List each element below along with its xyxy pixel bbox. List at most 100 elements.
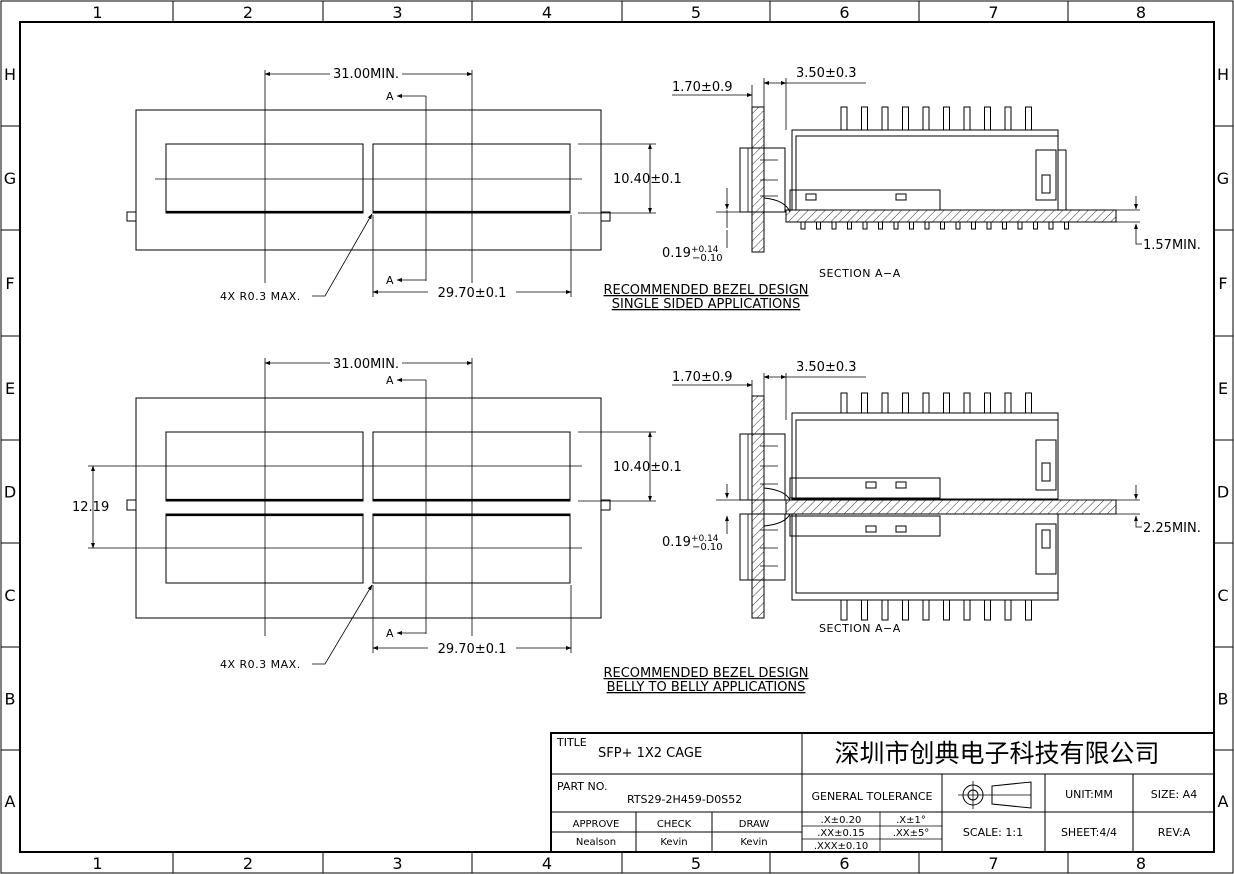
company-name: 深圳市创典电子科技有限公司 bbox=[834, 739, 1159, 768]
caption-bottom-line1: RECOMMENDED BEZEL DESIGN bbox=[603, 666, 808, 681]
col-label-bottom: 5 bbox=[691, 854, 701, 873]
row-label-left: E bbox=[5, 379, 15, 398]
front-view-single: 31.00MIN. A A 10.40±0.1 29.70±0.1 4X R0.… bbox=[126, 67, 682, 303]
row-label-left: B bbox=[5, 690, 16, 709]
cage-pin bbox=[963, 106, 971, 131]
cage-pin bbox=[963, 599, 971, 621]
col-label-top: 1 bbox=[92, 3, 102, 22]
cage-pin bbox=[940, 221, 945, 230]
approve-name: Nealson bbox=[576, 837, 616, 848]
cage-pin bbox=[986, 221, 992, 230]
row-label-right: E bbox=[1218, 379, 1228, 398]
dim-offset-bottom: 3.50±0.3 bbox=[796, 360, 857, 375]
caption-top-line1: RECOMMENDED BEZEL DESIGN bbox=[603, 283, 808, 298]
section-view-single: 1.70±0.9 3.50±0.3 0.19+0.1 bbox=[603, 66, 1200, 312]
dim-gap-top: 0.19+0.14 bbox=[662, 245, 719, 261]
cage-pin bbox=[922, 599, 930, 621]
cage-pin bbox=[840, 599, 848, 621]
section-label-top: SECTION A−A bbox=[819, 267, 901, 280]
dim-height-bottom: 10.40±0.1 bbox=[613, 460, 682, 475]
section-view-double: 1.70±0.9 3.50±0.3 bbox=[603, 360, 1200, 695]
title-label: TITLE bbox=[556, 736, 587, 749]
approve-label: APPROVE bbox=[573, 819, 620, 830]
col-label-bottom: 3 bbox=[392, 854, 402, 873]
dim-min-top: 1.57MIN. bbox=[1143, 238, 1201, 253]
dim-gap-minus-top: −0.10 bbox=[692, 253, 723, 264]
dim-gap-minus-bottom: −0.10 bbox=[692, 542, 723, 553]
col-label-top: 5 bbox=[691, 3, 701, 22]
cage-pin bbox=[893, 221, 899, 230]
cage-pin bbox=[1004, 599, 1012, 621]
cage-pin bbox=[862, 221, 868, 230]
cage-pin bbox=[1004, 392, 1012, 414]
cage-pin bbox=[847, 221, 852, 230]
cage-pin bbox=[878, 221, 883, 230]
row-label-right: A bbox=[1218, 792, 1229, 811]
dim-bezel-bottom: 1.70±0.9 bbox=[672, 370, 733, 385]
cage-pin bbox=[971, 221, 976, 230]
cage-pin bbox=[924, 221, 930, 230]
part-no-value: RTS29-2H459-D0S52 bbox=[627, 793, 742, 806]
row-label-right: F bbox=[1218, 274, 1227, 293]
col-label-top: 8 bbox=[1136, 3, 1146, 22]
col-label-top: 6 bbox=[839, 3, 849, 22]
row-label-left: G bbox=[4, 169, 16, 188]
col-label-bottom: 4 bbox=[542, 854, 552, 873]
row-label-right: C bbox=[1217, 586, 1228, 605]
row-label-left: C bbox=[4, 586, 15, 605]
dim-height-top: 10.40±0.1 bbox=[613, 172, 682, 187]
title-value: SFP+ 1X2 CAGE bbox=[598, 746, 702, 761]
section-mark-top-a1: A bbox=[386, 90, 394, 103]
cage-pin bbox=[922, 106, 930, 131]
dim-offset-top: 3.50±0.3 bbox=[796, 66, 857, 81]
cage-pin bbox=[800, 221, 806, 230]
cage-pin bbox=[1033, 221, 1038, 230]
cage-pin bbox=[1025, 599, 1032, 621]
front-view-double: 12.19 31.00MIN. A A 10.40±0.1 29.70±0.1 … bbox=[72, 357, 682, 671]
cage-pin bbox=[943, 106, 950, 131]
cage-body-double bbox=[739, 392, 1117, 621]
cage-pin bbox=[922, 392, 930, 414]
cage-pin bbox=[840, 392, 848, 414]
col-label-bottom: 7 bbox=[988, 854, 998, 873]
unit-value: UNIT:MM bbox=[1065, 788, 1113, 801]
col-label-top: 7 bbox=[988, 3, 998, 22]
col-label-bottom: 8 bbox=[1136, 854, 1146, 873]
title-block: TITLE SFP+ 1X2 CAGE 深圳市创典电子科技有限公司 PART N… bbox=[550, 732, 1215, 853]
cage-pin bbox=[1017, 221, 1023, 230]
row-label-right: G bbox=[1217, 169, 1229, 188]
cage-pin bbox=[943, 599, 950, 621]
dim-opening-top: 29.70±0.1 bbox=[438, 286, 507, 301]
cage-pin bbox=[1025, 106, 1032, 131]
cage-pin bbox=[902, 106, 909, 131]
dim-gap-bottom: 0.19+0.14 bbox=[662, 534, 719, 550]
scale-value: SCALE: 1:1 bbox=[963, 826, 1023, 839]
row-label-left: H bbox=[4, 65, 16, 84]
section-mark-top-a2: A bbox=[386, 274, 394, 287]
dim-min-bottom: 2.25MIN. bbox=[1143, 521, 1201, 536]
projection-symbol-icon bbox=[958, 781, 1032, 809]
dim-opening-bottom: 29.70±0.1 bbox=[438, 642, 507, 657]
cage-pin bbox=[1064, 221, 1069, 230]
section-mark-bottom-a1: A bbox=[386, 374, 394, 387]
cage-pin bbox=[955, 221, 961, 230]
check-name: Kevin bbox=[660, 837, 687, 848]
dim-bezel-top: 1.70±0.9 bbox=[672, 80, 733, 95]
cage-pin bbox=[984, 106, 991, 131]
tolerance-x: .X±0.20 bbox=[821, 815, 862, 826]
part-no-label: PART NO. bbox=[557, 780, 607, 793]
rev-value: REV:A bbox=[1158, 826, 1191, 839]
radius-note-bottom: 4X R0.3 MAX. bbox=[220, 658, 301, 671]
tolerance-angle-1: .X±1° bbox=[896, 815, 926, 826]
cage-pin bbox=[1048, 221, 1054, 230]
cage-pin bbox=[984, 392, 991, 414]
col-label-top: 3 bbox=[392, 3, 402, 22]
cage-pin bbox=[909, 221, 914, 230]
col-label-top: 4 bbox=[542, 3, 552, 22]
size-value: SIZE: A4 bbox=[1151, 788, 1197, 801]
cage-body-top bbox=[739, 106, 1117, 230]
cage-pin bbox=[831, 221, 837, 230]
draw-label: DRAW bbox=[739, 819, 770, 830]
cage-pin bbox=[881, 599, 889, 621]
tolerance-xx: .XX±0.15 bbox=[817, 828, 865, 839]
